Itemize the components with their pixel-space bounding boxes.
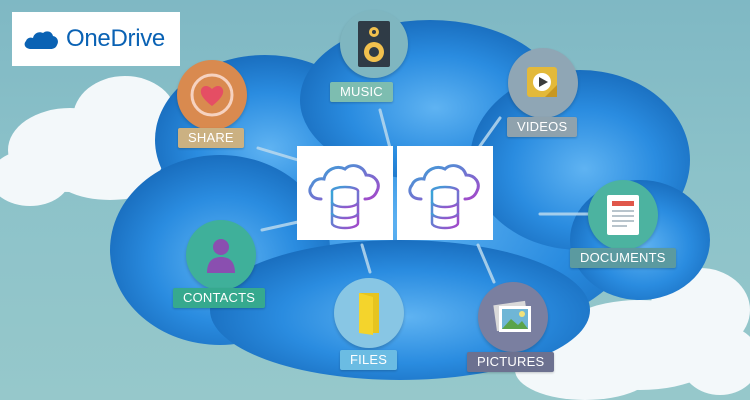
play-icon [527,67,557,97]
documents-label: DOCUMENTS [570,248,676,268]
speaker-icon [358,21,390,67]
folder-icon [359,293,379,335]
pictures-label: PICTURES [467,352,555,372]
cloud-database-icon [308,164,380,230]
cloud-database-icon [408,164,480,230]
videos-label: VIDEOS [507,117,578,137]
person-icon [207,239,235,273]
files-label: FILES [340,350,398,370]
onedrive-cloud-icon [24,31,58,49]
photo-icon [493,300,531,332]
documents-circle [588,180,658,250]
cloud-database-card-right [397,146,493,240]
heart-icon [190,73,234,117]
onedrive-logo: OneDrive [12,12,180,66]
fluffy-cloud-left [0,76,177,206]
share-circle [177,60,247,130]
music-circle [340,10,408,78]
onedrive-logo-text: OneDrive [66,25,165,52]
videos-circle [508,48,578,118]
share-label: SHARE [178,128,244,148]
cloud-database-card-left [297,146,393,240]
music-label: MUSIC [330,82,393,102]
document-icon [607,195,639,235]
files-circle [334,278,404,348]
pictures-circle [478,282,548,352]
contacts-circle [186,220,256,290]
connector-lines [256,108,590,284]
contacts-label: CONTACTS [173,288,266,308]
